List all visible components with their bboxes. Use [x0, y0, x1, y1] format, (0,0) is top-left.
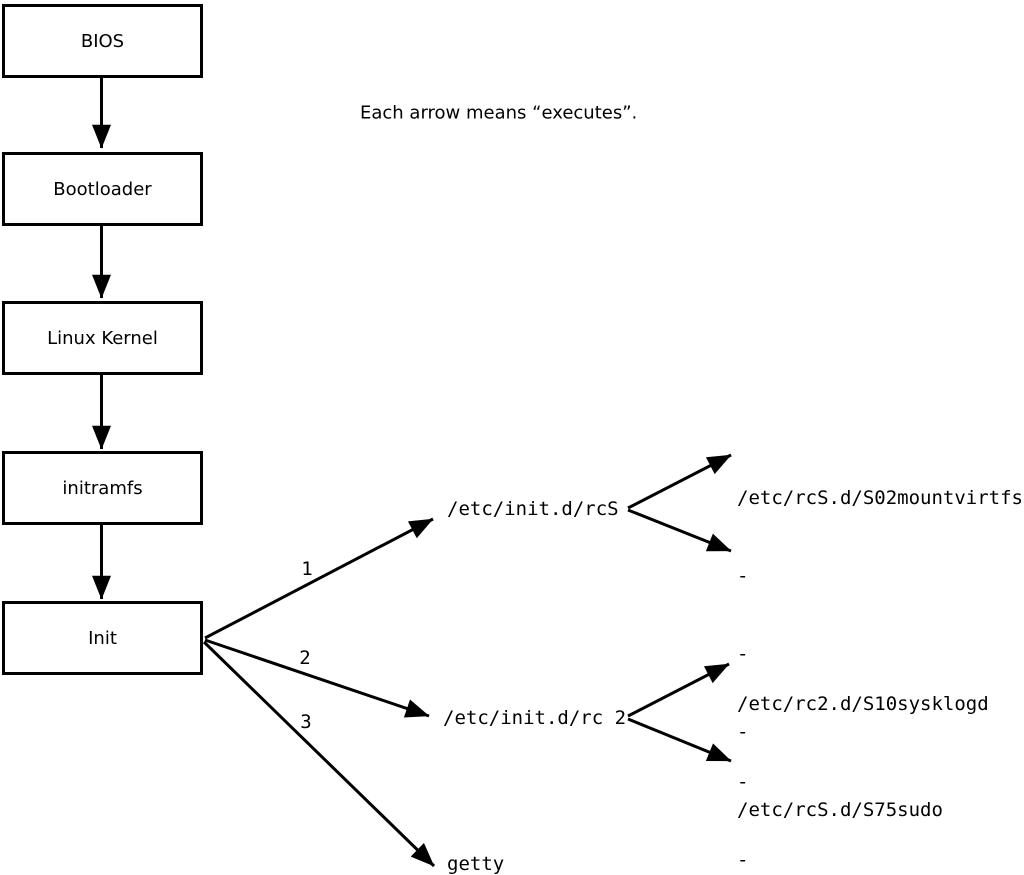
rcS-script-first: /etc/rcS.d/S02mountvirtfs: [737, 487, 1023, 509]
box-linux-kernel-label: Linux Kernel: [47, 327, 158, 349]
rcS-script-dash: -: [737, 721, 749, 743]
box-init: Init: [2, 601, 203, 675]
rc2-script-list: /etc/rc2.d/S10sysklogd - - - /etc/rc2.d/…: [737, 639, 989, 875]
rcS-script-dash: -: [737, 643, 749, 665]
box-bios-label: BIOS: [80, 30, 125, 52]
arrow-init-to-getty: [202, 640, 436, 868]
box-initramfs-label: initramfs: [62, 477, 143, 499]
note-arrow-meaning: Each arrow means “executes”.: [360, 102, 638, 124]
target-init-rc2: /etc/init.d/rc 2: [443, 707, 627, 729]
rc2-script-first: /etc/rc2.d/S10sysklogd: [737, 693, 989, 715]
rcS-script-last: /etc/rcS.d/S75sudo: [737, 799, 943, 821]
rcS-script-list: /etc/rcS.d/S02mountvirtfs - - - /etc/rcS…: [737, 433, 1023, 875]
arrow-rc2-to-s99gdm: [627, 717, 732, 763]
rc2-script-dash: -: [737, 771, 749, 793]
box-init-label: Init: [88, 627, 117, 649]
arrow-rcS-to-s02mountvirtfs: [627, 453, 732, 510]
arrow-rcS-to-s75sudo: [627, 508, 732, 553]
edge-label-2: 2: [299, 647, 311, 669]
edge-label-3: 3: [300, 711, 312, 733]
box-bios: BIOS: [2, 4, 203, 78]
rcS-script-dash: -: [737, 565, 749, 587]
box-bootloader-label: Bootloader: [53, 178, 152, 200]
box-initramfs: initramfs: [2, 451, 203, 525]
box-linux-kernel: Linux Kernel: [2, 301, 203, 375]
target-init-rcS: /etc/init.d/rcS: [447, 498, 619, 520]
arrow-init-to-rc2: [204, 638, 430, 718]
arrow-rc2-to-s10sysklogd: [627, 662, 730, 718]
edge-label-1: 1: [301, 558, 313, 580]
box-bootloader: Bootloader: [2, 152, 203, 226]
rc2-script-dash: -: [737, 849, 749, 871]
target-init-getty: getty: [447, 853, 505, 875]
arrow-init-to-rcS: [204, 517, 434, 640]
